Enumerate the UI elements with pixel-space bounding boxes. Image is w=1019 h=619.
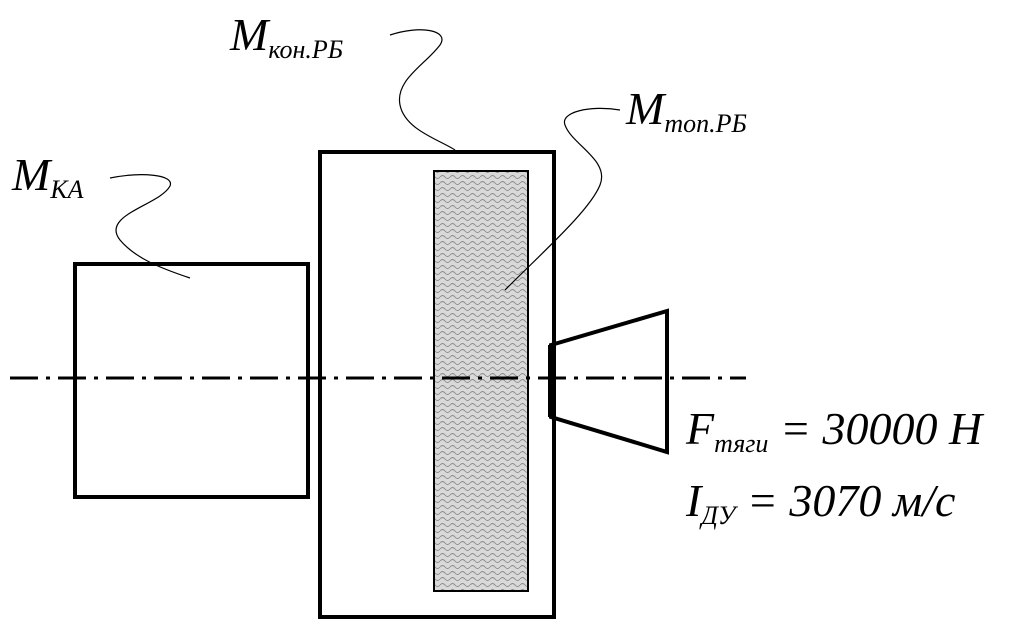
label-m-ka: MКА — [12, 149, 83, 203]
label-m-ka-sub: КА — [50, 175, 84, 204]
label-m-kon-main: M — [230, 9, 269, 60]
spacecraft-block — [73, 262, 310, 499]
label-m-top: Mтоп.РБ — [626, 83, 747, 137]
label-m-ka-main: M — [12, 149, 51, 200]
label-m-top-sub: топ.РБ — [664, 109, 747, 138]
label-m-kon: Mкон.РБ — [230, 9, 343, 63]
leader-m-kon — [389, 29, 456, 151]
leader-m-ka — [109, 174, 191, 279]
label-m-top-main: M — [626, 83, 665, 134]
label-m-kon-sub: кон.РБ — [268, 35, 344, 64]
label-i-du-value: = 3070 м/с — [735, 475, 956, 526]
label-f-thrust: Fтяги = 30000 H — [686, 403, 983, 457]
label-i-du-sub: ДУ — [701, 501, 736, 530]
engine-nozzle — [549, 308, 669, 455]
label-i-du-main: I — [686, 475, 702, 526]
leader-m-top — [504, 107, 621, 291]
label-f-thrust-main: F — [686, 403, 715, 454]
label-f-thrust-value: = 30000 H — [768, 403, 983, 454]
label-f-thrust-sub: тяги — [714, 429, 769, 458]
fuel-tank — [433, 170, 529, 592]
label-i-du: IДУ = 3070 м/с — [686, 475, 956, 529]
